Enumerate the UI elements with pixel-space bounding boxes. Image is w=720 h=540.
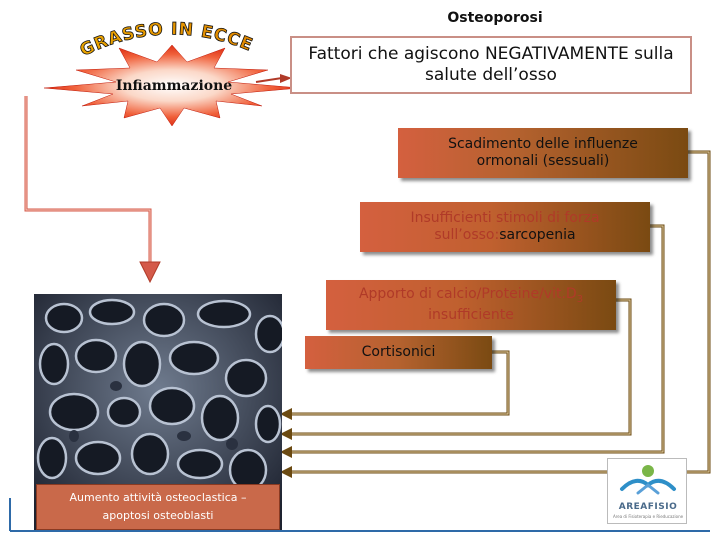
areafisio-logo: AREAFISIO Area di Fisioterapia e Rieduca… [607, 458, 687, 524]
logo-name: AREAFISIO [612, 502, 684, 512]
factor-hormonal-line-2: ormonali (sessuali) [477, 153, 610, 169]
inflammation-label: Infiammazione [104, 78, 244, 94]
burst-to-title-arrow [256, 78, 282, 82]
subtitle-box: Fattori che agiscono NEGATIVAMENTE sulla… [290, 36, 692, 94]
factor-hormonal: Scadimento delle influenze ormonali (ses… [398, 128, 688, 178]
factor-nutrition: Apporto di calcio/Proteine/vit.D3 insuff… [326, 280, 616, 330]
sarcopenia-label: sarcopenia [499, 227, 575, 243]
factor-cortisone: Cortisonici [305, 336, 492, 369]
factor-strength-stimuli: Insufficienti stimoli di forza sull’osso… [360, 202, 650, 252]
factor-strength-line-2a: sull’osso: [434, 227, 499, 243]
factor-hormonal-line-1: Scadimento delle influenze [448, 136, 638, 152]
logo-figure-icon [608, 459, 688, 503]
left-arrowhead [140, 262, 160, 282]
page-title: Osteoporosi [400, 10, 590, 26]
caption-line-2: apoptosi osteoblasti [103, 509, 214, 522]
factor-nutrition-line-1: Apporto di calcio/Proteine/vit.D [359, 286, 577, 302]
caption-line-1: Aumento attività osteoclastica – [69, 491, 246, 504]
vitamin-d-subscript: 3 [577, 293, 583, 304]
osteoclast-caption: Aumento attività osteoclastica – apoptos… [36, 484, 280, 530]
logo-tagline: Area di Fisioterapia e Rieducazione [612, 514, 684, 519]
factor-strength-line-1: Insufficienti stimoli di forza [410, 210, 599, 226]
factor-nutrition-line-2: insufficiente [428, 307, 514, 323]
left-connector-arrow [26, 96, 150, 262]
